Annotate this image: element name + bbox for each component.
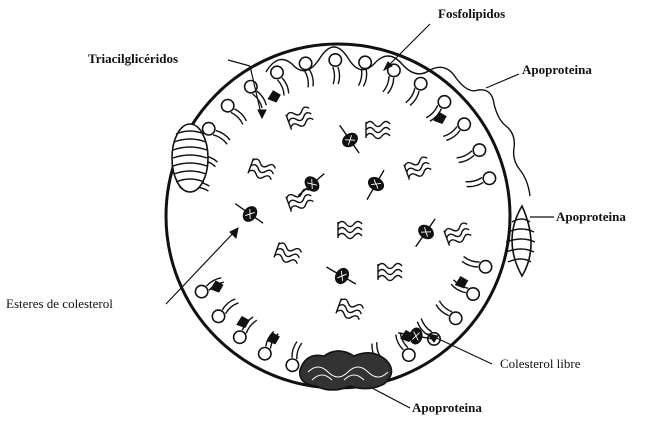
- label-phospholipids: Fosfolipidos: [438, 6, 505, 21]
- phospholipid: [359, 56, 372, 86]
- apoprotein-left: [172, 124, 208, 192]
- triacylglyceride: [286, 188, 314, 212]
- free-cholesterol: [237, 317, 249, 328]
- leader-apoprotein-bottom: [372, 388, 410, 408]
- label-apoprotein-top: Apoproteina: [522, 62, 592, 77]
- triacylglyceride: [404, 156, 432, 180]
- label-free-cholesterol: Colesterol libre: [500, 356, 581, 371]
- phospholipid: [212, 299, 238, 323]
- triacylglyceride: [366, 122, 390, 139]
- free-cholesterol: [434, 112, 446, 123]
- triacylglyceride: [338, 222, 362, 239]
- triacylglyceride: [444, 222, 472, 246]
- phospholipid: [286, 342, 302, 372]
- phospholipid: [436, 301, 462, 325]
- leader-triacylglycerides: [228, 60, 250, 66]
- triacylglyceride: [378, 264, 402, 281]
- phospholipid: [222, 100, 247, 125]
- cholesterol-ester: [322, 260, 359, 291]
- leader-apoprotein-top: [486, 74, 519, 88]
- free-cholesterol: [268, 91, 280, 102]
- phospholipid: [462, 257, 492, 273]
- triacylglyceride: [336, 298, 364, 322]
- phospholipid: [203, 123, 231, 145]
- cholesterol-ester: [360, 166, 391, 203]
- core-lipids: [231, 106, 473, 347]
- triacylglyceride: [274, 242, 302, 266]
- lipoprotein-particle: [166, 44, 510, 388]
- triacylglyceride: [286, 106, 314, 130]
- phospholipid: [299, 57, 313, 87]
- cholesterol-ester: [409, 214, 442, 251]
- leader-phospholipids: [384, 24, 430, 70]
- free-cholesterol: [456, 277, 468, 288]
- label-triacylglycerides: Triacilglicéridos: [88, 51, 178, 66]
- phospholipid: [466, 172, 496, 187]
- cholesterol-ester: [231, 197, 268, 230]
- apoprotein-bottom: [300, 351, 392, 390]
- cholesterol-ester: [333, 121, 366, 158]
- label-cholesterol-esters: Esteres de colesterol: [6, 296, 113, 311]
- phospholipid: [329, 54, 341, 84]
- triacylglyceride: [248, 158, 276, 182]
- phospholipid: [457, 144, 486, 163]
- phospholipid: [443, 118, 470, 140]
- label-apoprotein-bottom: Apoproteina: [412, 400, 482, 415]
- phospholipid: [406, 78, 427, 106]
- phospholipid-layer: [179, 54, 495, 372]
- phospholipid: [245, 81, 267, 109]
- label-apoprotein-right: Apoproteina: [556, 209, 626, 224]
